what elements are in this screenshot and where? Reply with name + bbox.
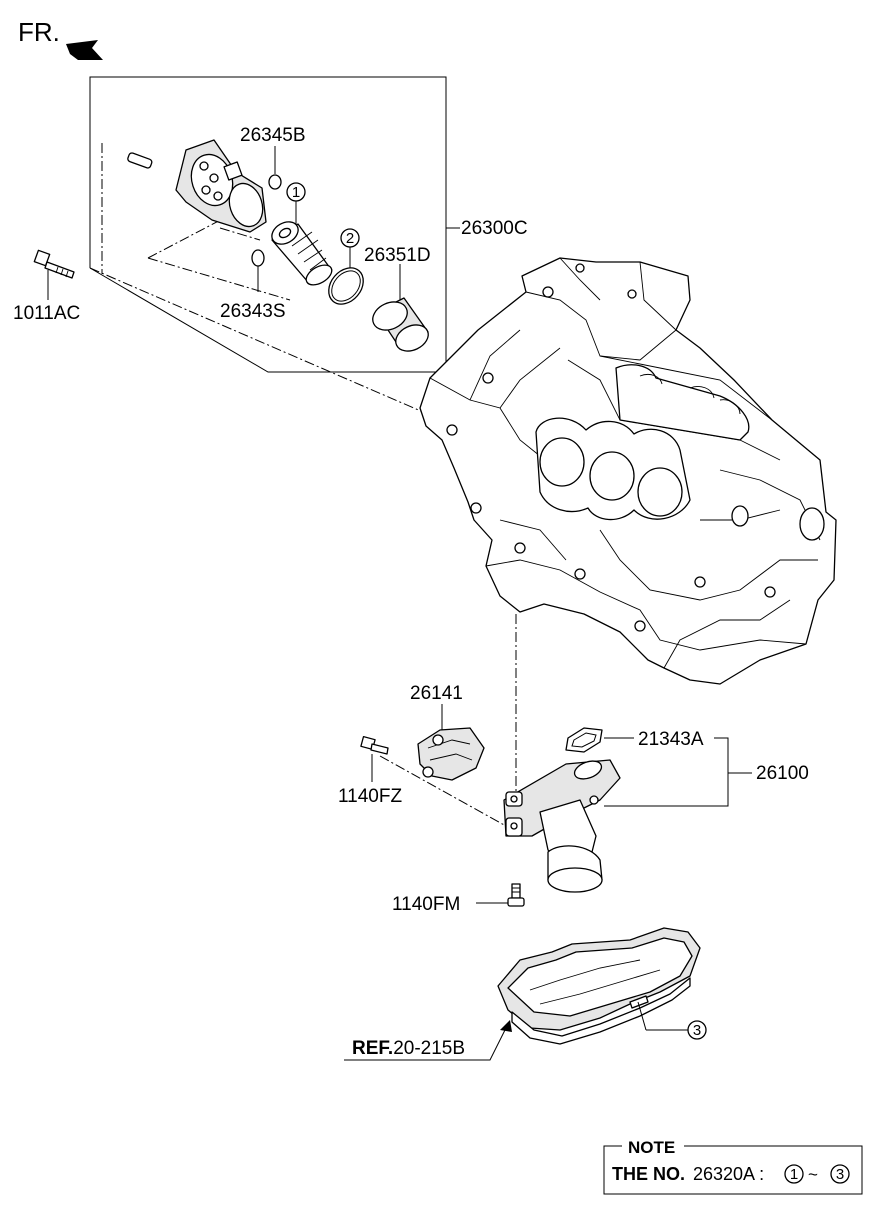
- part-label-1140FZ: 1140FZ: [338, 786, 402, 807]
- dowel-pin: [127, 152, 153, 169]
- part-label-26343S: 26343S: [220, 301, 286, 322]
- engine-block: [419, 257, 837, 685]
- part-label-1011AC: 1011AC: [13, 303, 80, 324]
- callout-text-2: 2: [346, 230, 354, 247]
- oil-filter-housing: [175, 139, 267, 233]
- pump-cover-26141: [417, 727, 485, 781]
- bracket-26100: [604, 737, 729, 807]
- o-ring-26345B: [268, 174, 282, 190]
- bolt-1011AC: [33, 249, 75, 279]
- note-from: 1: [790, 1166, 798, 1183]
- filter-cap: [372, 297, 429, 352]
- note-circle-from: [784, 1164, 804, 1184]
- part-label-26100: 26100: [756, 763, 809, 784]
- callout-text-1: 1: [292, 184, 300, 201]
- note-prefix: THE NO.: [612, 1164, 685, 1184]
- callout-circle-1: [286, 182, 306, 202]
- filter-assembly-box: [89, 76, 447, 373]
- note-circle-to: [830, 1164, 850, 1184]
- part-label-26351D: 26351D: [364, 245, 431, 266]
- oil-pump-strainer: [503, 759, 621, 893]
- callout-circle-3: [687, 1020, 707, 1040]
- note-to: 3: [836, 1166, 844, 1183]
- note-sep: ~: [808, 1165, 818, 1184]
- oil-pan: [497, 927, 701, 1045]
- filter-element: [271, 221, 333, 286]
- note-title: NOTE: [628, 1138, 675, 1157]
- callout-circle-2: [340, 228, 360, 248]
- part-label-26300C: 26300C: [461, 218, 528, 239]
- ref-arrow-icon: [500, 1020, 512, 1032]
- front-arrow-icon: [66, 40, 103, 60]
- bolt-1140FZ: [360, 735, 389, 755]
- note-box: NOTE THE NO. 26320A : 1 ~ 3: [603, 1136, 863, 1195]
- gasket-21343A: [565, 727, 603, 753]
- note-code: 26320A :: [693, 1164, 764, 1184]
- callout-text-3: 3: [693, 1022, 701, 1039]
- fr-label: FR.: [18, 17, 60, 47]
- part-label-26345B: 26345B: [240, 125, 306, 146]
- part-label-21343A: 21343A: [638, 729, 704, 750]
- bolt-1140FM: [507, 883, 525, 907]
- part-label-1140FM: 1140FM: [392, 894, 460, 915]
- o-ring-26343S: [251, 249, 265, 267]
- ref-label: REF.20-215B: [352, 1038, 465, 1059]
- part-label-26141: 26141: [410, 683, 463, 704]
